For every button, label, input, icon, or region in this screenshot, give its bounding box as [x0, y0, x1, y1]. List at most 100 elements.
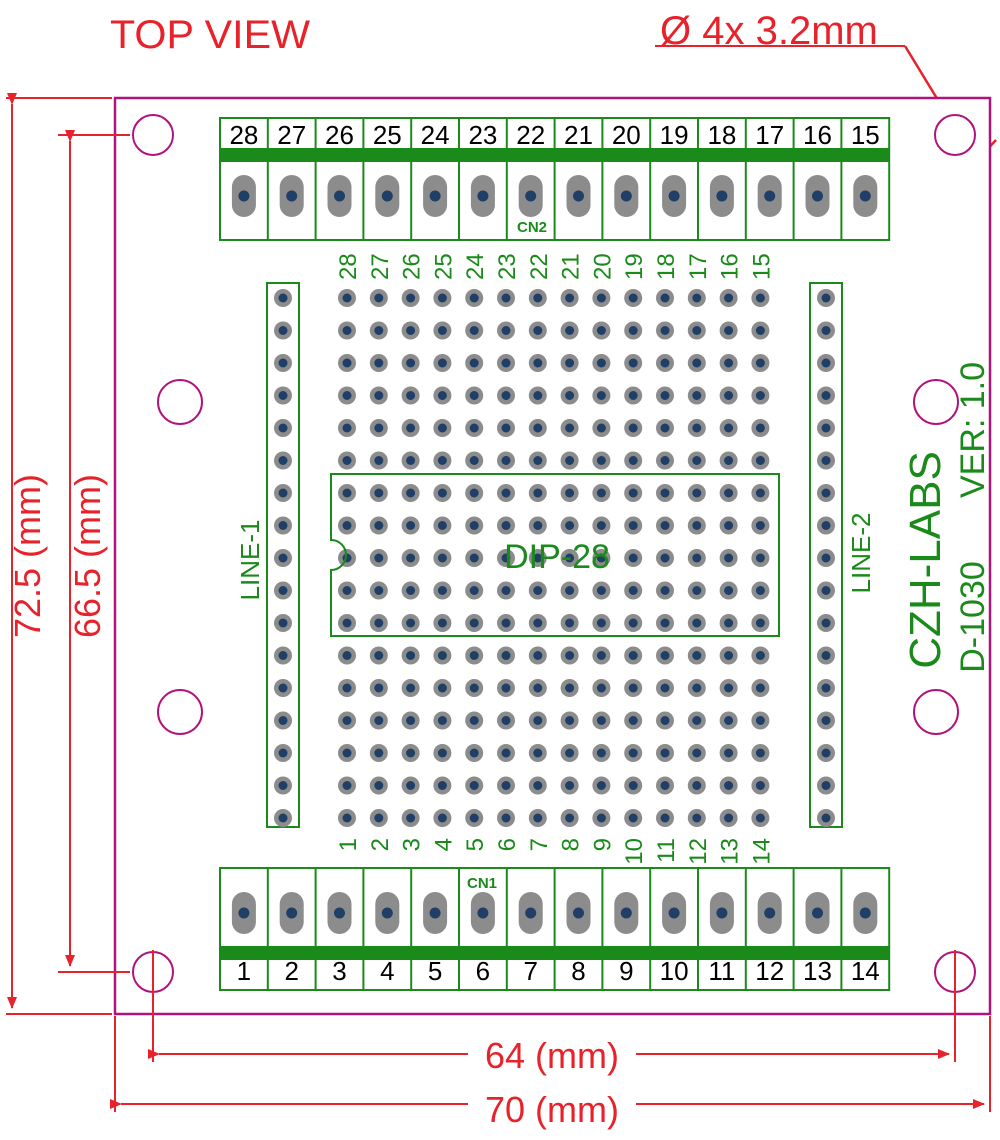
grid-hole [719, 321, 738, 340]
grid-column-label: 8 [558, 838, 585, 851]
terminal-number: 21 [564, 120, 593, 150]
grid-hole [433, 419, 452, 437]
terminal-number: 22 [516, 120, 545, 150]
grid-hole [401, 451, 420, 470]
grid-hole [401, 549, 420, 567]
grid-hole [687, 289, 706, 307]
grid-hole [719, 711, 738, 730]
grid-hole [369, 614, 388, 632]
grid-hole [497, 776, 515, 795]
line2-hole [817, 646, 835, 665]
grid-hole [369, 484, 388, 502]
grid-hole [369, 516, 388, 535]
grid-hole [369, 386, 388, 405]
grid-hole [560, 679, 579, 697]
grid-hole [719, 614, 738, 632]
grid-hole [401, 354, 420, 372]
grid-column-label: 23 [494, 253, 521, 280]
grid-hole [528, 321, 547, 340]
grid-hole [465, 679, 484, 697]
grid-hole [465, 451, 484, 470]
line2-hole [817, 614, 835, 632]
line1-hole [274, 744, 292, 762]
grid-hole [497, 419, 515, 437]
grid-hole [656, 419, 674, 437]
grid-hole [528, 451, 547, 470]
grid-hole [401, 744, 420, 762]
line1-hole [274, 614, 292, 632]
grid-hole [560, 711, 579, 730]
grid-hole [719, 484, 738, 502]
grid-hole [687, 581, 706, 600]
grid-hole [751, 679, 770, 697]
grid-hole [433, 289, 452, 307]
grid-hole [624, 516, 643, 535]
grid-column-label: 28 [335, 253, 362, 280]
width-inner-label: 64 (mm) [485, 1035, 619, 1076]
grid-hole [433, 744, 452, 762]
line1-hole [274, 809, 292, 827]
grid-hole [528, 516, 547, 535]
grid-hole [656, 484, 674, 502]
cn1-label: CN1 [467, 875, 497, 892]
grid-hole [401, 516, 420, 535]
grid-hole [528, 776, 547, 795]
terminal-screw [853, 892, 878, 934]
grid-hole [369, 354, 388, 372]
grid-hole [465, 354, 484, 372]
terminal-screw [327, 175, 352, 217]
grid-hole [338, 451, 356, 470]
grid-hole [751, 516, 770, 535]
grid-hole [719, 289, 738, 307]
grid-hole [751, 419, 770, 437]
grid-hole [687, 646, 706, 665]
grid-hole [656, 744, 674, 762]
terminal-number: 6 [476, 956, 490, 986]
grid-hole [497, 484, 515, 502]
line1-hole [274, 451, 292, 470]
grid-hole [401, 484, 420, 502]
grid-hole [656, 711, 674, 730]
grid-hole [369, 646, 388, 665]
grid-hole [497, 614, 515, 632]
grid-hole [751, 711, 770, 730]
grid-hole [497, 451, 515, 470]
grid-hole [528, 289, 547, 307]
grid-column-label: 15 [748, 253, 775, 280]
grid-hole [497, 549, 515, 567]
grid-hole [560, 614, 579, 632]
line1-hole [274, 711, 292, 730]
grid-hole [401, 646, 420, 665]
line1-hole [274, 516, 292, 535]
grid-hole [687, 516, 706, 535]
terminal-screw [279, 175, 304, 217]
grid-hole [560, 744, 579, 762]
grid-hole [560, 549, 579, 567]
grid-hole [687, 386, 706, 405]
grid-hole [369, 581, 388, 600]
grid-hole [624, 484, 643, 502]
grid-column-label: 20 [589, 253, 616, 280]
grid-hole [497, 679, 515, 697]
grid-hole [369, 744, 388, 762]
grid-hole [465, 614, 484, 632]
hole-center-marks [152, 950, 956, 1062]
grid-hole [338, 484, 356, 502]
grid-hole [338, 679, 356, 697]
terminal-number: 17 [755, 120, 784, 150]
grid-hole [465, 516, 484, 535]
height-inner-label: 66.5 (mm) [67, 474, 108, 638]
terminal-screw [709, 892, 734, 934]
grid-hole [719, 354, 738, 372]
line2-hole [817, 679, 835, 697]
terminal-screw [709, 175, 734, 217]
line2-hole [817, 581, 835, 600]
line2-hole [817, 386, 835, 405]
grid-hole [560, 809, 579, 827]
grid-hole [465, 809, 484, 827]
grid-hole [687, 419, 706, 437]
grid-hole [592, 711, 611, 730]
line2-hole [817, 451, 835, 470]
grid-column-label: 21 [558, 253, 585, 280]
